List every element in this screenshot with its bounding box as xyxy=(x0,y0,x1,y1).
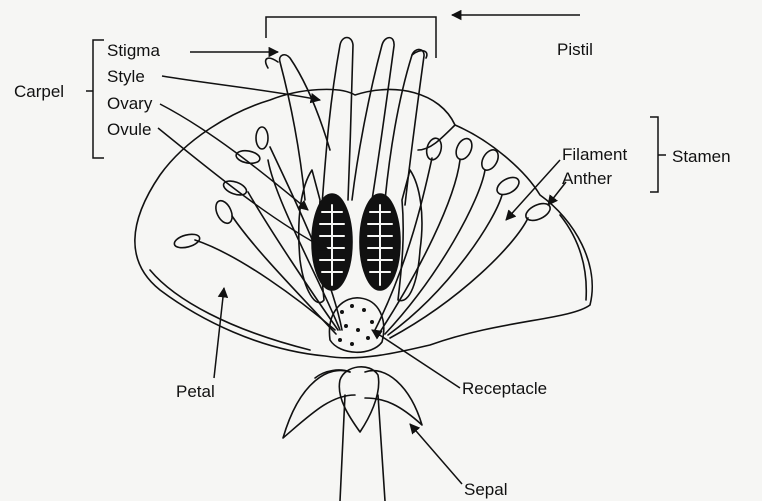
petal-fold xyxy=(150,270,310,350)
label-ovule: Ovule xyxy=(107,121,151,138)
label-ovary: Ovary xyxy=(107,95,152,112)
label-receptacle: Receptacle xyxy=(462,380,547,397)
label-carpel: Carpel xyxy=(14,83,64,100)
label-stigma: Stigma xyxy=(107,42,160,59)
ovaries xyxy=(299,170,422,303)
pistil-bracket xyxy=(266,17,436,58)
label-stamen: Stamen xyxy=(672,148,731,165)
pistil-lobes xyxy=(266,38,427,206)
label-petal: Petal xyxy=(176,383,215,400)
stamen-bracket xyxy=(650,117,658,192)
receptacle-dots xyxy=(338,304,378,346)
label-sepal: Sepal xyxy=(464,481,507,498)
petal-arrow xyxy=(214,288,224,378)
label-pistil: Pistil xyxy=(557,41,593,58)
sepals xyxy=(283,367,422,438)
sepal-arrow xyxy=(410,424,462,484)
label-filament: Filament xyxy=(562,146,627,163)
label-style: Style xyxy=(107,68,145,85)
style-leader xyxy=(162,76,320,100)
label-anther: Anther xyxy=(562,170,612,187)
carpel-bracket xyxy=(93,40,104,158)
